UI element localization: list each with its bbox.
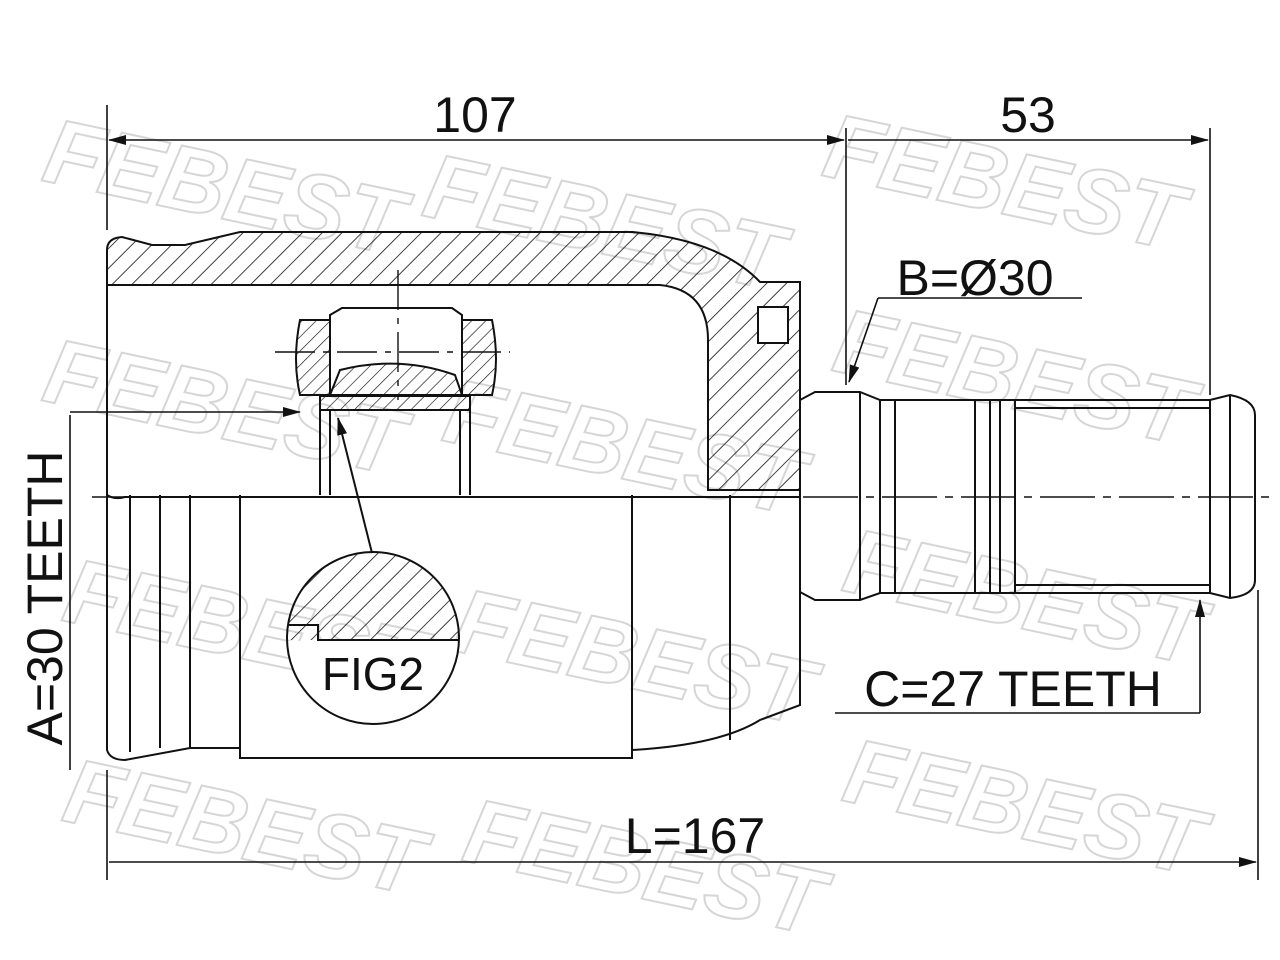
dimension-lines (69, 105, 1259, 880)
watermark-brand-7: FEBEST (446, 570, 829, 747)
dim-53-label: 53 (1000, 87, 1056, 143)
watermark-brand-8: FEBEST (836, 510, 1219, 687)
dim-l-label: L=167 (625, 808, 765, 864)
fig2-label: FIG2 (322, 648, 424, 700)
dim-107-label: 107 (433, 87, 516, 143)
housing-section (106, 231, 801, 491)
dim-a-label: A=30 TEETH (17, 450, 73, 745)
watermark-brand-5: FEBEST (826, 290, 1209, 467)
tripod-roller (275, 270, 510, 495)
watermark-brand-11: FEBEST (836, 720, 1219, 897)
watermark-brand-9: FEBEST (56, 740, 439, 917)
dim-b-label: B=Ø30 (896, 250, 1053, 306)
dim-c-label: C=27 TEETH (864, 661, 1162, 717)
watermark-brand-10: FEBEST (456, 780, 839, 957)
